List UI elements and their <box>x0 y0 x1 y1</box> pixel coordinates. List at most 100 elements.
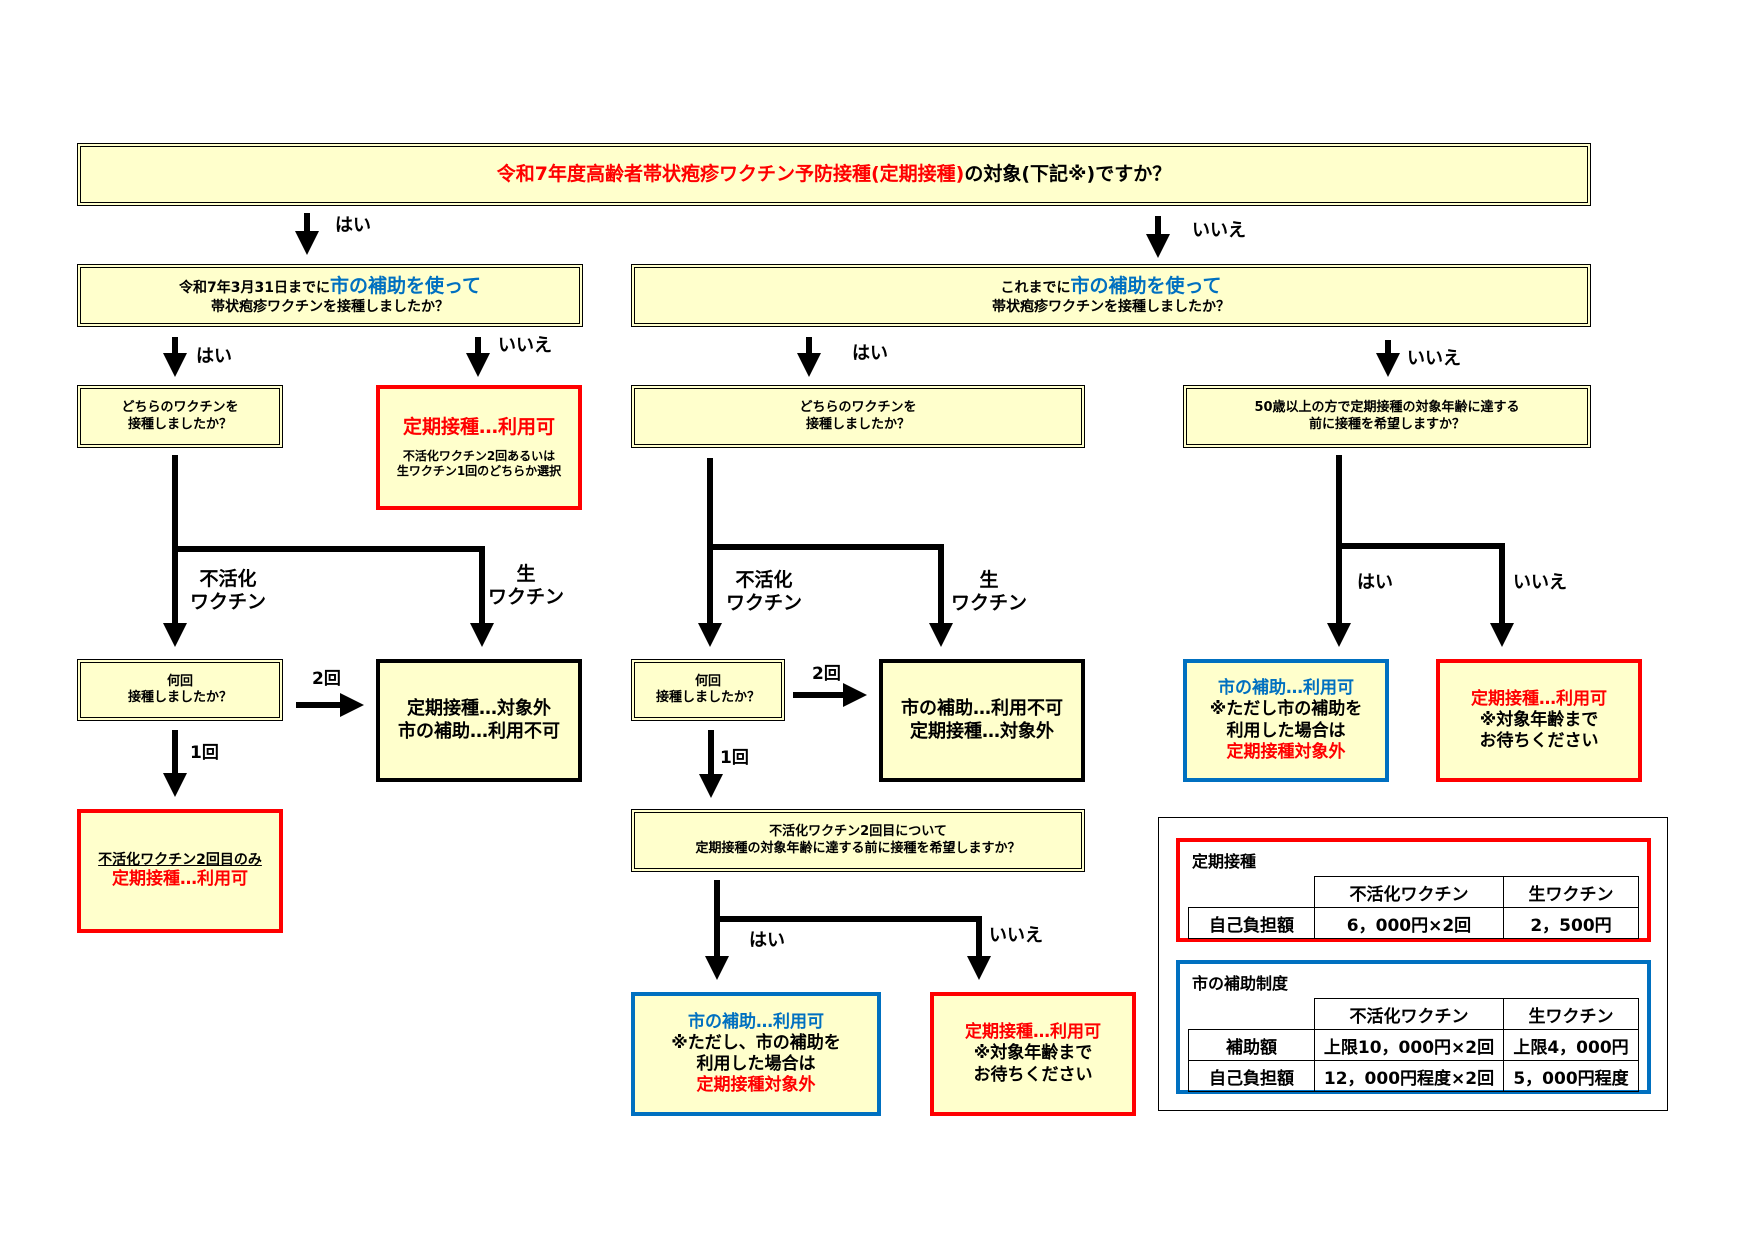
cell-value: 上限4，000円 <box>1503 1029 1639 1061</box>
right-age-question-box: 50歳以上の方で定期接種の対象年齢に達する 前に接種を希望しますか？ <box>1183 385 1591 448</box>
label-right-yes: はい <box>1357 572 1393 593</box>
left-result-note1: 不活化ワクチン2回あるいは <box>402 449 556 464</box>
table-row: 自己負担額 6，000円×2回 2，500円 <box>1188 907 1639 939</box>
label-left-twice: 2回 <box>312 669 341 689</box>
mid-second-q-line1: 不活化ワクチン2回目について <box>769 824 947 840</box>
right-age-q-line1: 50歳以上の方で定期接種の対象年齢に達する <box>1254 400 1520 416</box>
right-subsidy-title: 市の補助…利用可 <box>1218 678 1354 698</box>
mid-which-vaccine-box: どちらのワクチンを 接種しましたか？ <box>631 385 1085 448</box>
label-left-inactivated: 不活化ワクチン <box>190 568 267 613</box>
table-header-row: 不活化ワクチン 生ワクチン <box>1188 998 1639 1030</box>
left-result-title: 定期接種…利用可 <box>402 415 555 438</box>
label-left-once: 1回 <box>190 743 219 763</box>
left-how-many-line1: 何回 <box>166 673 193 689</box>
col-inactivated: 不活化ワクチン <box>1314 876 1504 908</box>
label-mid-twice: 2回 <box>812 664 841 684</box>
cell-value: 12，000円程度×2回 <box>1314 1060 1504 1092</box>
mid-subsidy-title: 市の補助…利用可 <box>688 1011 824 1032</box>
label-mid-yes: はい <box>852 343 888 364</box>
mid-how-many-line2: 接種しましたか？ <box>655 690 760 705</box>
right-question-highlight: 市の補助を使って <box>1070 274 1222 297</box>
mid-result-subsidy-available: 市の補助…利用可 ※ただし、市の補助を 利用した場合は 定期接種対象外 <box>631 992 881 1116</box>
left-second-dose-line2: 定期接種…利用可 <box>112 869 248 890</box>
right-subsidy-line4: 定期接種対象外 <box>1226 741 1346 762</box>
mid-second-q-line2: 定期接種の対象年齢に達する前に接種を希望しますか？ <box>695 840 1021 856</box>
mid-subsidy-line3: 利用した場合は <box>696 1054 816 1074</box>
right-wait-line3: お待ちください <box>1479 731 1599 752</box>
label-right-no: いいえ <box>1407 348 1461 369</box>
line-mid-split <box>707 458 944 625</box>
label-mid-once: 1回 <box>720 748 749 768</box>
label-left-no: いいえ <box>498 335 552 356</box>
mid-notelig-line1: 市の補助…利用不可 <box>901 698 1063 719</box>
right-subsidy-line3: 利用した場合は <box>1226 720 1346 741</box>
left-result-routine-available: 定期接種…利用可 不活化ワクチン2回あるいは 生ワクチン1回のどちらか選択 <box>376 385 582 510</box>
left-result-note2: 生ワクチン1回のどちらか選択 <box>396 464 562 479</box>
line-right-split <box>1336 455 1505 625</box>
legend-routine-table: 不活化ワクチン 生ワクチン 自己負担額 6，000円×2回 2，500円 <box>1188 876 1639 939</box>
label-right-no2: いいえ <box>1513 572 1567 593</box>
mid-subsidy-line2: ※ただし、市の補助を <box>671 1032 841 1053</box>
left-second-dose-line1: 不活化ワクチン2回目のみ <box>98 851 262 868</box>
right-question-line2: 帯状疱疹ワクチンを接種しましたか？ <box>992 298 1230 315</box>
mid-which-line1: どちらのワクチンを <box>799 400 917 416</box>
cell-value: 上限10，000円×2回 <box>1314 1029 1504 1061</box>
right-age-q-line2: 前に接種を希望しますか？ <box>1308 416 1465 432</box>
left-result-second-dose-only: 不活化ワクチン2回目のみ 定期接種…利用可 <box>77 809 283 933</box>
mid-subsidy-line4: 定期接種対象外 <box>696 1075 816 1096</box>
row-label: 自己負担額 <box>1188 1060 1315 1092</box>
right-result-subsidy-available: 市の補助…利用可 ※ただし市の補助を 利用した場合は 定期接種対象外 <box>1183 659 1389 782</box>
label-top-yes: はい <box>335 215 371 236</box>
mid-which-line2: 接種しましたか？ <box>805 416 910 432</box>
legend-subsidy-table: 不活化ワクチン 生ワクチン 補助額 上限10，000円×2回 上限4，000円 … <box>1188 998 1639 1092</box>
line-left-split <box>172 455 485 625</box>
legend-subsidy-title: 市の補助制度 <box>1192 974 1289 993</box>
left-notelig-line1: 定期接種…対象外 <box>407 698 551 719</box>
legend-routine: 定期接種 不活化ワクチン 生ワクチン 自己負担額 6，000円×2回 2，500… <box>1176 838 1651 942</box>
left-result-not-eligible: 定期接種…対象外 市の補助…利用不可 <box>376 659 582 782</box>
main-question-text: の対象(下記※)ですか？ <box>964 162 1172 185</box>
right-question-box: これまでに市の補助を使って 帯状疱疹ワクチンを接種しましたか？ <box>631 264 1591 327</box>
label-mid2-yes: はい <box>749 930 785 951</box>
left-which-vaccine-box: どちらのワクチンを 接種しましたか？ <box>77 385 283 448</box>
left-how-many-line2: 接種しましたか？ <box>127 690 232 705</box>
main-question-highlight: 令和7年度高齢者帯状疱疹ワクチン予防接種(定期接種) <box>496 162 965 185</box>
label-mid-inactivated: 不活化ワクチン <box>726 569 803 614</box>
right-wait-line2: ※対象年齢まで <box>1479 709 1599 730</box>
right-result-wait: 定期接種…利用可 ※対象年齢まで お待ちください <box>1436 659 1642 782</box>
mid-how-many-box: 何回 接種しましたか？ <box>631 659 785 721</box>
row-label: 自己負担額 <box>1188 907 1315 939</box>
right-wait-title: 定期接種…利用可 <box>1471 688 1607 709</box>
table-row: 補助額 上限10，000円×2回 上限4，000円 <box>1188 1029 1639 1061</box>
cell-value: 2，500円 <box>1503 907 1639 939</box>
mid-how-many-line1: 何回 <box>694 673 721 689</box>
left-question-line2: 帯状疱疹ワクチンを接種しましたか？ <box>211 298 449 315</box>
left-which-line1: どちらのワクチンを <box>121 400 239 416</box>
legend-routine-title: 定期接種 <box>1192 852 1257 871</box>
mid-result-wait: 定期接種…利用可 ※対象年齢まで お待ちください <box>930 992 1136 1116</box>
table-row: 自己負担額 12，000円程度×2回 5，000円程度 <box>1188 1060 1639 1092</box>
label-top-no: いいえ <box>1192 220 1246 241</box>
legend-subsidy: 市の補助制度 不活化ワクチン 生ワクチン 補助額 上限10，000円×2回 上限… <box>1176 960 1651 1094</box>
label-left-yes: はい <box>196 346 232 367</box>
line-mid2-split <box>714 880 982 960</box>
label-mid-live: 生ワクチン <box>951 569 1028 614</box>
right-subsidy-line2: ※ただし市の補助を <box>1209 699 1363 720</box>
left-which-line2: 接種しましたか？ <box>127 416 232 432</box>
left-question-box: 令和7年3月31日までに市の補助を使って 帯状疱疹ワクチンを接種しましたか？ <box>77 264 583 327</box>
main-question-box: 令和7年度高齢者帯状疱疹ワクチン予防接種(定期接種)の対象(下記※)ですか？ <box>77 143 1591 206</box>
col-live: 生ワクチン <box>1503 876 1639 908</box>
table-header-row: 不活化ワクチン 生ワクチン <box>1188 876 1639 908</box>
cell-value: 6，000円×2回 <box>1314 907 1504 939</box>
left-how-many-box: 何回 接種しましたか？ <box>77 659 283 721</box>
right-question-line1: これまでに <box>1000 279 1071 296</box>
label-mid2-no: いいえ <box>989 925 1043 946</box>
mid-result-not-eligible: 市の補助…利用不可 定期接種…対象外 <box>879 659 1085 782</box>
mid-wait-line3: お待ちください <box>973 1064 1093 1085</box>
mid-second-dose-question-box: 不活化ワクチン2回目について 定期接種の対象年齢に達する前に接種を希望しますか？ <box>631 809 1085 872</box>
left-question-highlight: 市の補助を使って <box>329 274 482 297</box>
mid-wait-title: 定期接種…利用可 <box>965 1022 1101 1043</box>
mid-wait-line2: ※対象年齢まで <box>973 1043 1093 1064</box>
mid-notelig-line2: 定期接種…対象外 <box>910 720 1054 742</box>
